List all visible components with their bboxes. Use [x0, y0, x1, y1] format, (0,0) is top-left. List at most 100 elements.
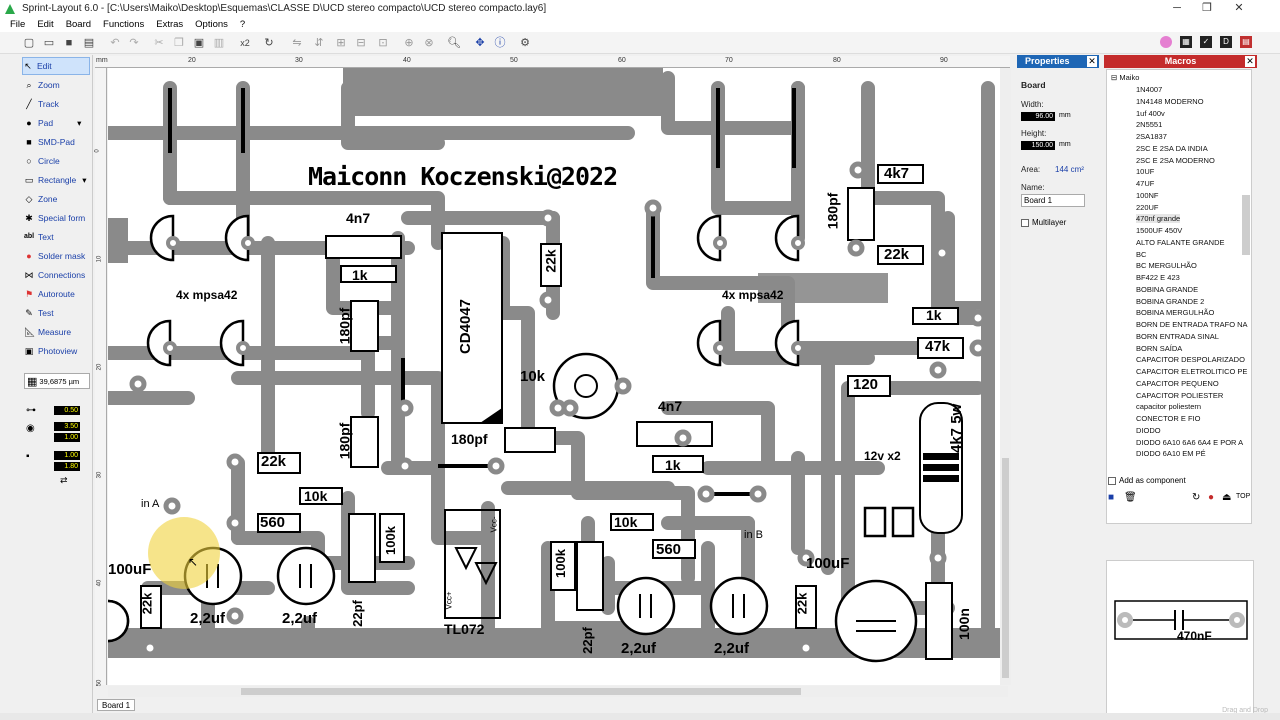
macro-item[interactable]: CONECTOR E FIO — [1136, 414, 1201, 423]
checklist-icon[interactable]: ✓ — [1200, 36, 1212, 48]
menu-file[interactable]: File — [10, 19, 26, 30]
minimize-button[interactable]: ─ — [1173, 2, 1181, 14]
macro-item[interactable]: ALTO FALANTE GRANDE — [1136, 237, 1225, 247]
menu-extras[interactable]: Extras — [156, 19, 184, 30]
macro-scroll-thumb[interactable] — [1242, 195, 1250, 255]
vscroll-thumb[interactable] — [1002, 458, 1009, 678]
print-icon[interactable]: ▤ — [83, 37, 95, 49]
macro-item[interactable]: CAPACITOR ELETROLITICO PE — [1136, 367, 1248, 376]
circle-tool-icon[interactable] — [1160, 36, 1172, 48]
add-as-component-option[interactable]: Add as component — [1108, 476, 1186, 485]
macro-item[interactable]: BOBINA MERGULHÃO — [1136, 308, 1215, 318]
layer-icon[interactable]: ▤ — [1240, 36, 1252, 48]
settings-gear-icon[interactable]: ⚙ — [520, 37, 530, 49]
paste-icon[interactable]: ▣ — [193, 37, 205, 49]
macro-item[interactable]: BORN DE ENTRADA TRAFO NA — [1136, 320, 1248, 329]
layer-macro-icon[interactable]: ● — [1208, 492, 1215, 503]
macro-item[interactable]: 47UF — [1136, 179, 1155, 188]
tool-measure[interactable]: 📐︎Measure — [24, 327, 72, 337]
rotate-icon[interactable]: ↻ — [264, 37, 274, 49]
add-as-component-checkbox[interactable] — [1108, 476, 1116, 485]
close-icon[interactable]: ✕ — [1245, 56, 1255, 67]
macro-item[interactable]: BC — [1136, 249, 1147, 259]
tool-solder-mask[interactable]: ●Solder mask — [24, 247, 85, 265]
tab-board-1[interactable]: Board 1 — [97, 699, 136, 711]
smd-height-value[interactable]: 1.80 — [54, 462, 80, 471]
board-name-input[interactable]: Board 1 — [1021, 194, 1085, 207]
pcb-layout[interactable] — [108, 68, 1008, 685]
pad-outer-value[interactable]: 3.50 — [54, 422, 80, 431]
multilayer-option[interactable]: Multilayer — [1021, 218, 1066, 227]
height-input[interactable]: 150.00 — [1021, 141, 1055, 150]
macro-item[interactable]: CAPACITOR POLIESTER — [1136, 390, 1224, 400]
mirror-v-icon[interactable]: ⇵ — [314, 37, 324, 49]
tool-smd-pad[interactable]: ■SMD-Pad — [24, 133, 75, 151]
macro-item[interactable]: CAPACITOR PEQUENO — [1136, 378, 1219, 388]
menu-edit[interactable]: Edit — [37, 19, 54, 30]
undo-icon[interactable]: ↶ — [110, 37, 120, 49]
width-input[interactable]: 96.00 — [1021, 112, 1055, 121]
macro-item[interactable]: BOBINA GRANDE 2 — [1136, 296, 1205, 306]
delete-macro-icon[interactable]: 🗑︎ — [1124, 492, 1137, 503]
cut-icon[interactable]: ✂ — [154, 37, 164, 49]
mirror-macro-icon[interactable]: ⏏ — [1222, 492, 1232, 503]
macro-item[interactable]: BC MERGULHÃO — [1136, 261, 1197, 271]
macro-item[interactable]: DIODO 6A10 EM PÉ — [1136, 449, 1206, 459]
mirror-h-icon[interactable]: ⇋ — [292, 37, 302, 49]
tool-special-form[interactable]: ✱Special form — [25, 213, 86, 223]
macro-item[interactable]: DIODO — [1136, 425, 1161, 435]
macro-item[interactable]: 2SA1837 — [1136, 132, 1167, 141]
macro-item[interactable]: 1N4007 — [1136, 85, 1163, 94]
close-icon[interactable]: ✕ — [1087, 56, 1097, 67]
new-file-icon[interactable]: ▢ — [23, 37, 35, 49]
macro-item[interactable]: BOBINA GRANDE — [1136, 284, 1199, 294]
group-icon[interactable]: ⊟ — [356, 37, 366, 49]
macro-item[interactable]: 470nf grande — [1136, 214, 1181, 224]
track-width-value[interactable]: 0.50 — [54, 406, 80, 415]
align-icon[interactable]: ⊞ — [336, 37, 346, 49]
info-icon[interactable]: ⓘ — [494, 37, 506, 49]
pcb-canvas[interactable]: Maiconn Koczenski@2022 4n7 1k 180pf CD40… — [108, 68, 1008, 685]
macro-item[interactable]: 220UF — [1136, 202, 1159, 212]
close-button[interactable]: ✕ — [1234, 2, 1244, 14]
top-layer-label[interactable]: TOP — [1236, 493, 1251, 500]
macro-item[interactable]: capacitor poliestern — [1136, 402, 1202, 412]
drc-icon[interactable]: D — [1220, 36, 1232, 48]
tool-test[interactable]: ✎Test — [25, 308, 54, 318]
tool-pad[interactable]: ●Pad▾ — [24, 114, 81, 132]
tool-rectangle[interactable]: ▭Rectangle▾ — [24, 174, 87, 186]
macro-item[interactable]: BORN ENTRADA SINAL — [1136, 331, 1219, 341]
vertical-scrollbar[interactable] — [1000, 68, 1011, 685]
macro-item[interactable]: 10UF — [1136, 167, 1155, 177]
tool-track[interactable]: ╱Track — [24, 95, 59, 113]
macro-item[interactable]: 1uf 400v — [1136, 108, 1165, 118]
macro-item[interactable]: 1N4148 MODERNO — [1136, 96, 1204, 106]
tool-circle[interactable]: ○Circle — [24, 152, 59, 170]
smd-width-value[interactable]: 1.00 — [54, 451, 80, 460]
macro-item[interactable]: CAPACITOR DESPOLARIZADO — [1136, 355, 1245, 365]
lock-icon[interactable]: ⊕ — [404, 37, 414, 49]
menu-help[interactable]: ? — [239, 19, 246, 30]
tool-zoom[interactable]: ⌕Zoom — [24, 76, 59, 94]
menu-options[interactable]: Options — [195, 19, 228, 30]
tool-connections[interactable]: ⋈Connections — [24, 270, 86, 280]
macro-item[interactable]: BF422 E 423 — [1136, 273, 1180, 282]
macro-item[interactable]: 2SC E 2SA MODERNO — [1136, 155, 1215, 165]
delete-icon[interactable]: ▥ — [213, 37, 225, 49]
save-macro-icon[interactable]: ■ — [1108, 492, 1115, 503]
copy-icon[interactable]: ❐ — [174, 37, 184, 49]
save-icon[interactable]: ■ — [65, 37, 73, 49]
unlock-icon[interactable]: ⊗ — [424, 37, 434, 49]
macro-item[interactable]: DIODO 6A10 6A6 6A4 E POR A — [1136, 437, 1244, 447]
rotate-macro-icon[interactable]: ↻ — [1192, 492, 1201, 503]
grid-selector[interactable]: ▦39,6875 µm — [24, 373, 90, 389]
macro-root[interactable]: ⊟ Maiko — [1111, 73, 1140, 82]
swap-icon[interactable]: ⇄ — [60, 475, 68, 485]
snap-icon[interactable]: ✥ — [475, 37, 485, 49]
redo-icon[interactable]: ↷ — [129, 37, 139, 49]
multilayer-checkbox[interactable] — [1021, 218, 1029, 227]
macro-item[interactable]: 100NF — [1136, 190, 1159, 200]
open-file-icon[interactable]: ▭ — [43, 37, 55, 49]
